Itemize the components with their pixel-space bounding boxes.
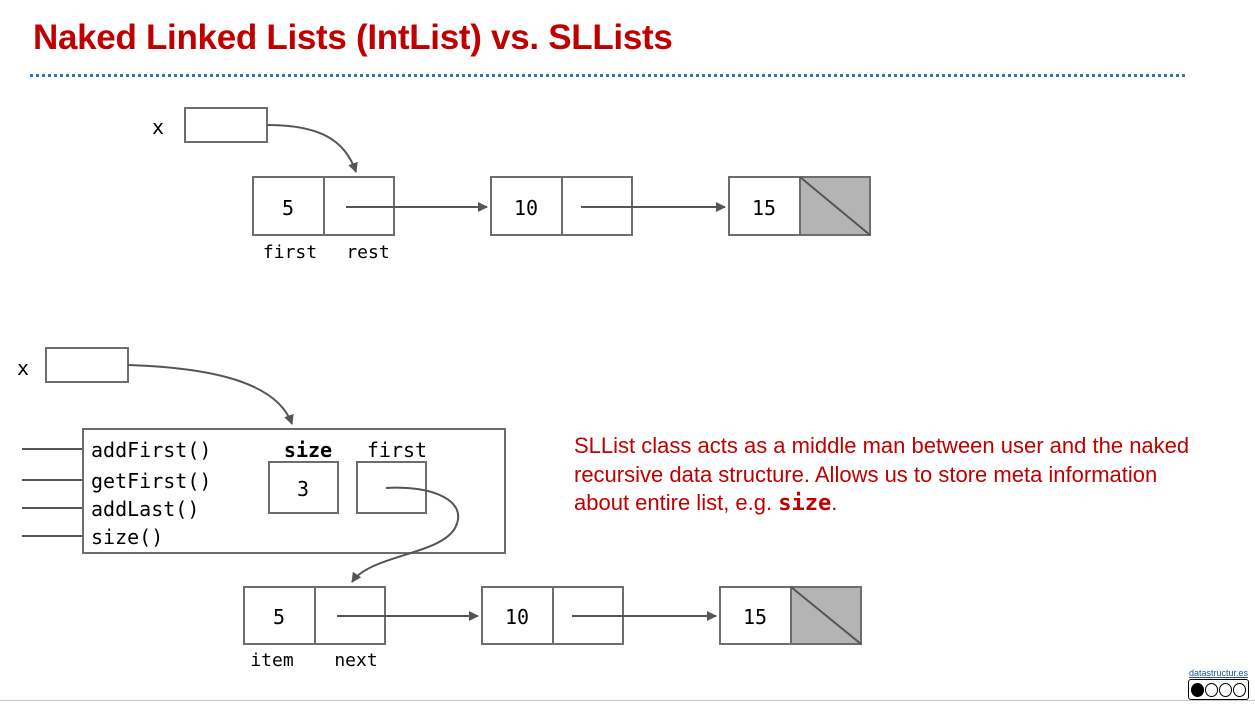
cc-icon — [1191, 682, 1204, 697]
field-label-next: next — [334, 650, 377, 671]
note-text: SLList class acts as a middle man betwee… — [574, 433, 1190, 515]
node-value: 15 — [743, 605, 767, 629]
footer-rule — [0, 700, 1255, 701]
sllist-pointer-arrow — [127, 364, 294, 425]
sllist-node-2: 10 — [481, 586, 624, 645]
sllist-pointer-label: x — [17, 356, 29, 380]
field-label-rest: rest — [346, 242, 389, 263]
method-label: size() — [91, 525, 163, 549]
intlist-node-3: 15 — [728, 176, 871, 236]
field-label-item: item — [250, 650, 293, 671]
node-item-cell — [481, 586, 554, 645]
size-field-label: size — [284, 438, 332, 462]
intlist-pointer-label: x — [152, 115, 164, 139]
size-field-box — [268, 461, 339, 514]
node-first-cell — [728, 176, 801, 236]
null-slash — [799, 176, 871, 236]
method-label: addFirst() — [91, 438, 211, 462]
node-value: 5 — [282, 196, 294, 220]
sllist-node-3: 15 — [719, 586, 862, 645]
intlist-pointer-arrow — [266, 124, 358, 173]
node-value: 10 — [505, 605, 529, 629]
intlist-diagram: x 5 10 15 first rest — [152, 107, 871, 263]
node-item-cell — [243, 586, 316, 645]
size-value: 3 — [297, 477, 309, 501]
nc-icon — [1219, 682, 1232, 697]
cc-by-nc-sa-icon — [1188, 679, 1249, 700]
sllist-pointer-box — [45, 347, 129, 383]
sllist-diagram: x addFirst() getFirst() addLast() size()… — [17, 347, 862, 671]
null-slash — [790, 586, 862, 645]
node-item-cell — [719, 586, 792, 645]
title-divider — [30, 74, 1185, 77]
intlist-pointer-box — [184, 107, 268, 143]
sa-icon — [1233, 682, 1246, 697]
sllist-first-arrow — [351, 486, 460, 583]
note-tail: . — [831, 490, 838, 515]
page-title: Naked Linked Lists (IntList) vs. SLLists — [33, 18, 673, 57]
node-value: 10 — [514, 196, 538, 220]
by-icon — [1205, 682, 1218, 697]
sllist-explanation: SLList class acts as a middle man betwee… — [574, 432, 1204, 519]
node-first-cell — [252, 176, 325, 236]
footer-link[interactable]: datastructur.es — [1188, 668, 1248, 678]
method-label: getFirst() — [91, 469, 211, 493]
first-field-label: first — [367, 438, 427, 462]
node-value: 5 — [273, 605, 285, 629]
method-label: addLast() — [91, 497, 199, 521]
node-value: 15 — [752, 196, 776, 220]
field-label-first: first — [263, 242, 317, 263]
note-code: size — [778, 491, 832, 516]
